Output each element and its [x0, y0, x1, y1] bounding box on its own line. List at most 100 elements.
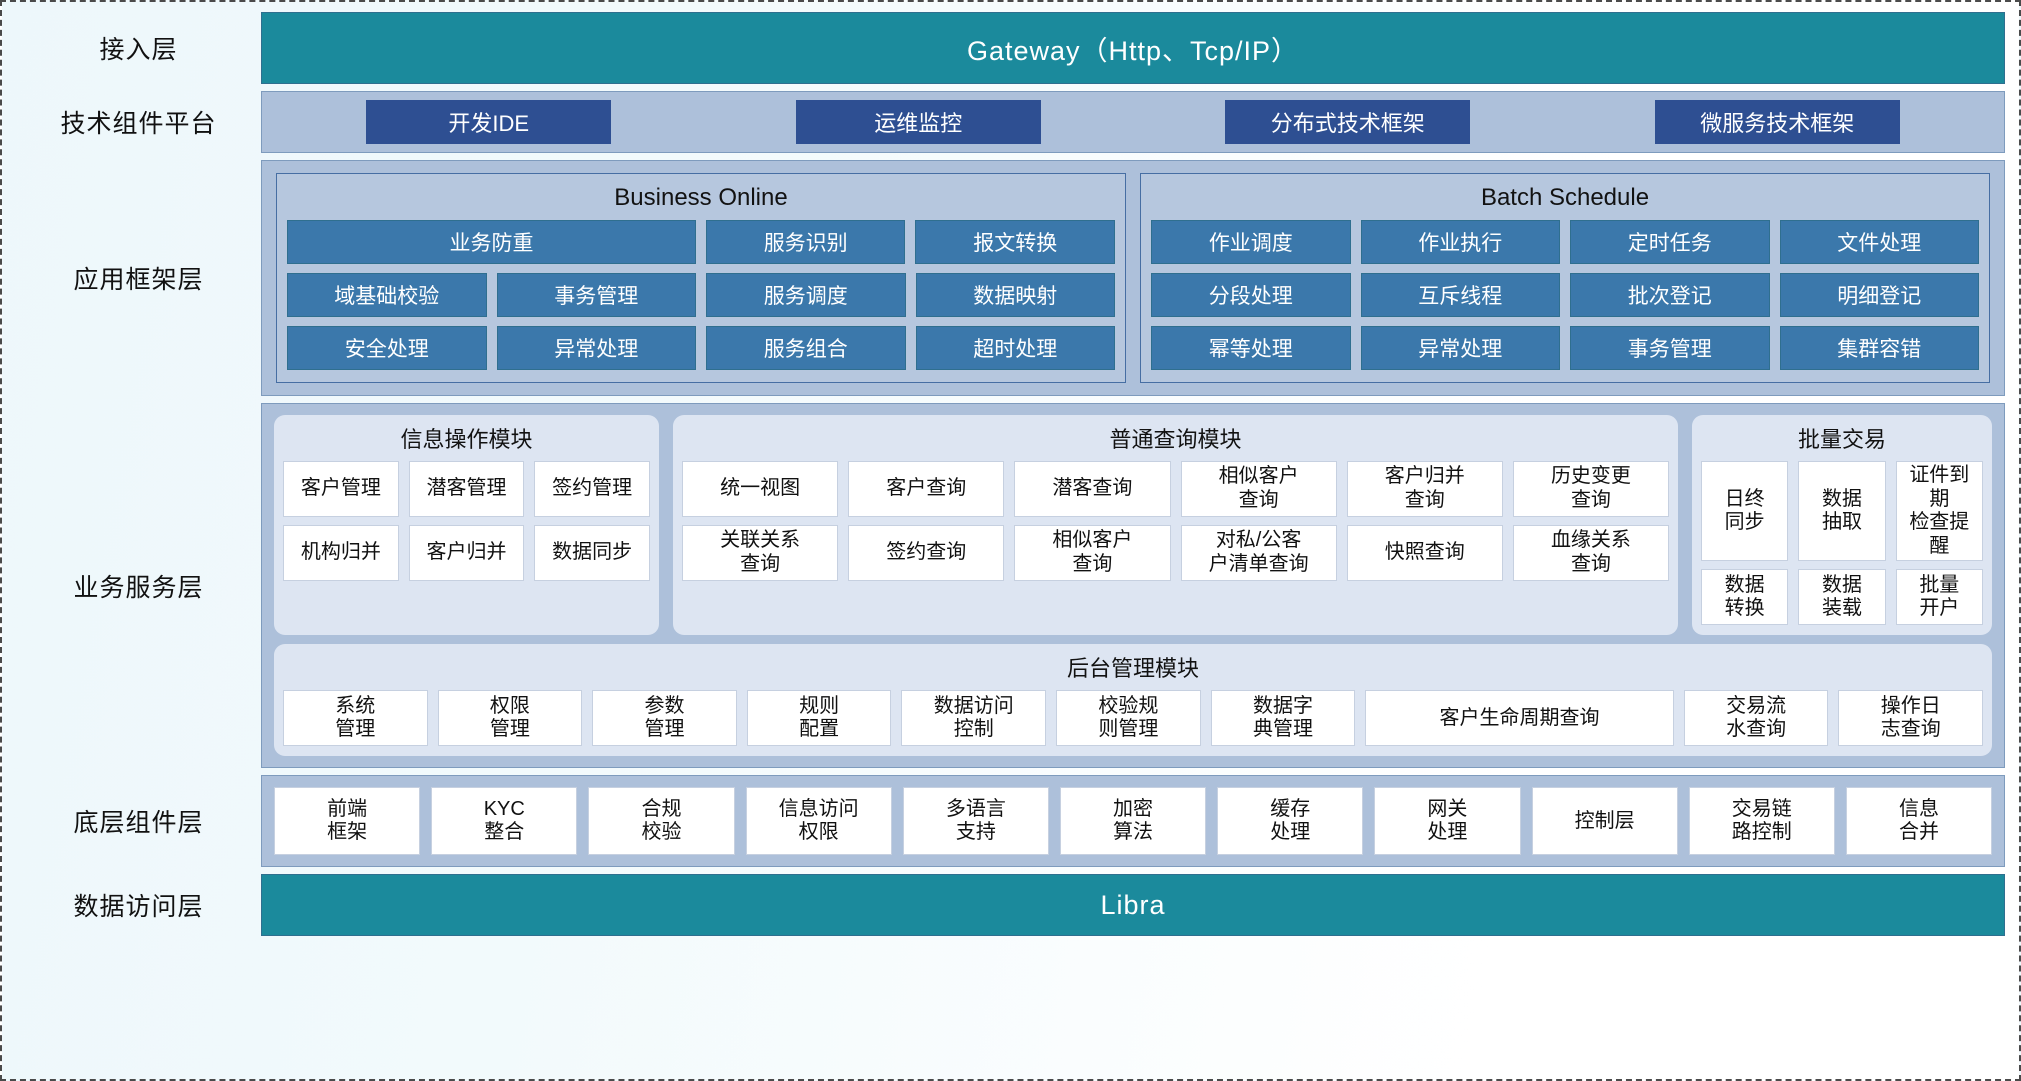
cell-permission-mgmt[interactable]: 权限 管理 [437, 690, 583, 747]
tech-chip-ops-monitor[interactable]: 运维监控 [795, 100, 1041, 144]
cell-prospect-query[interactable]: 潜客查询 [1014, 461, 1171, 517]
chip-service-dispatch[interactable]: 服务调度 [706, 273, 906, 317]
chip-cluster-fault-tolerance[interactable]: 集群容错 [1779, 326, 1979, 370]
components-panel: 前端 框架 KYC 整合 合规 校验 信息访问 权限 多语言 支持 加密 算法 … [261, 775, 2005, 868]
chip-detail-registration[interactable]: 明细登记 [1779, 273, 1979, 317]
batch-transaction-row-2: 数据 转换 数据 装载 批量 开户 [1701, 569, 1983, 626]
chip-file-processing[interactable]: 文件处理 [1779, 220, 1979, 264]
libra-bar[interactable]: Libra [261, 874, 2005, 937]
chip-idempotent-processing[interactable]: 幂等处理 [1151, 326, 1351, 370]
chip-segment-processing[interactable]: 分段处理 [1151, 273, 1351, 317]
cell-relation-query[interactable]: 关联关系 查询 [682, 525, 839, 581]
cell-private-corporate-list-query[interactable]: 对私/公客 户清单查询 [1180, 525, 1337, 581]
chip-batch-transaction-mgmt[interactable]: 事务管理 [1570, 326, 1770, 370]
appframework-panel: Business Online 业务防重 服务识别 报文转换 域基础校验 事务管… [261, 160, 2005, 396]
cell-history-change-query[interactable]: 历史变更 查询 [1512, 461, 1670, 517]
cell-compliance-check[interactable]: 合规 校验 [588, 787, 735, 856]
cell-transaction-flow-query[interactable]: 交易流 水查询 [1683, 690, 1829, 747]
cell-control-layer[interactable]: 控制层 [1531, 787, 1678, 856]
cell-info-merge[interactable]: 信息 合并 [1845, 787, 1993, 856]
tech-chip-distributed-framework[interactable]: 分布式技术框架 [1225, 100, 1471, 144]
cell-validation-rule-mgmt[interactable]: 校验规 则管理 [1056, 690, 1201, 747]
chip-batch-exception-processing[interactable]: 异常处理 [1360, 326, 1560, 370]
cell-snapshot-query[interactable]: 快照查询 [1346, 525, 1503, 581]
layer-label-components: 底层组件层 [73, 809, 204, 838]
cell-similar-customer-query-2[interactable]: 相似客户 查询 [1014, 525, 1171, 581]
cell-system-mgmt[interactable]: 系统 管理 [283, 690, 428, 747]
module-backend-admin: 后台管理模块 系统 管理 权限 管理 参数 管理 规则 配置 数据访问 控制 校… [274, 644, 1992, 757]
chip-security-processing[interactable]: 安全处理 [287, 326, 487, 370]
cell-unified-view[interactable]: 统一视图 [682, 461, 839, 517]
chip-job-schedule[interactable]: 作业调度 [1151, 220, 1351, 264]
cell-prospect-mgmt[interactable]: 潜客管理 [408, 461, 525, 517]
cell-operation-log-query[interactable]: 操作日 志查询 [1838, 690, 1984, 747]
cell-contract-mgmt[interactable]: 签约管理 [534, 461, 651, 517]
cell-kyc-integration[interactable]: KYC 整合 [431, 787, 578, 856]
chip-service-composition[interactable]: 服务组合 [706, 326, 906, 370]
cell-frontend-framework[interactable]: 前端 框架 [274, 787, 421, 856]
cell-data-dictionary-mgmt[interactable]: 数据字 典管理 [1210, 690, 1356, 747]
batch-transaction-row-1: 日终 同步 数据 抽取 证件到期 检查提醒 [1701, 461, 1983, 562]
group-batch-schedule: Batch Schedule 作业调度 作业执行 定时任务 文件处理 分段处理 … [1140, 173, 1990, 383]
module-title-backend-admin: 后台管理模块 [1066, 656, 1199, 682]
cell-customer-merge-query[interactable]: 客户归并 查询 [1346, 461, 1503, 517]
cell-customer-merge[interactable]: 客户归并 [408, 525, 525, 581]
backend-admin-row-1: 系统 管理 权限 管理 参数 管理 规则 配置 数据访问 控制 校验规 则管理 … [283, 690, 1984, 747]
layer-label-tech: 技术组件平台 [60, 110, 217, 138]
chip-service-identify[interactable]: 服务识别 [705, 220, 906, 264]
gateway-bar[interactable]: Gateway（Http、Tcp/IP） [261, 12, 2005, 84]
tech-chip-microservice-framework[interactable]: 微服务技术框架 [1654, 100, 1900, 144]
chip-domain-validation[interactable]: 域基础校验 [287, 273, 487, 317]
module-title-batch-transaction: 批量交易 [1797, 427, 1886, 452]
cell-contract-query[interactable]: 签约查询 [848, 525, 1005, 581]
cell-eod-sync[interactable]: 日终 同步 [1701, 461, 1789, 562]
chip-timed-task[interactable]: 定时任务 [1570, 220, 1770, 264]
cell-gateway-processing[interactable]: 网关 处理 [1374, 787, 1521, 856]
cell-parameter-mgmt[interactable]: 参数 管理 [592, 690, 737, 747]
tech-chip-ide[interactable]: 开发IDE [366, 100, 612, 144]
layer-label-appframework: 应用框架层 [73, 266, 204, 294]
cell-lineage-query[interactable]: 血缘关系 查询 [1512, 525, 1670, 581]
cell-similar-customer-query[interactable]: 相似客户 查询 [1180, 461, 1337, 517]
layer-body-bizservice: 信息操作模块 客户管理 潜客管理 签约管理 机构归并 客户归并 数据同步 [261, 403, 2005, 769]
chip-exception-processing[interactable]: 异常处理 [496, 326, 696, 370]
cell-customer-lifecycle-query[interactable]: 客户生命周期查询 [1365, 690, 1674, 747]
cell-multilanguage-support[interactable]: 多语言 支持 [902, 787, 1049, 856]
group-title-batch-schedule: Batch Schedule [1480, 184, 1650, 211]
layer-label-dataaccess: 数据访问层 [73, 893, 204, 922]
cell-customer-query[interactable]: 客户查询 [848, 461, 1005, 517]
batch-schedule-row-1: 作业调度 作业执行 定时任务 文件处理 [1151, 220, 1979, 264]
cell-cache-processing[interactable]: 缓存 处理 [1217, 787, 1364, 856]
cell-id-expiry-reminder[interactable]: 证件到期 检查提醒 [1895, 461, 1983, 562]
tech-panel: 开发IDE 运维监控 分布式技术框架 微服务技术框架 [261, 91, 2005, 153]
chip-job-execute[interactable]: 作业执行 [1360, 220, 1560, 264]
business-online-grid: 业务防重 服务识别 报文转换 域基础校验 事务管理 服务调度 数据映射 安全处理 [287, 220, 1115, 370]
chip-mutex-thread[interactable]: 互斥线程 [1360, 273, 1560, 317]
chip-batch-registration[interactable]: 批次登记 [1570, 273, 1770, 317]
cell-info-access-permission[interactable]: 信息访问 权限 [745, 787, 892, 856]
cell-rule-config[interactable]: 规则 配置 [746, 690, 892, 747]
business-online-row-3: 安全处理 异常处理 服务组合 超时处理 [287, 326, 1115, 370]
cell-encryption-algorithm[interactable]: 加密 算法 [1059, 787, 1207, 856]
cell-data-sync[interactable]: 数据同步 [534, 525, 651, 581]
chip-message-convert[interactable]: 报文转换 [915, 220, 1115, 264]
layer-underlying-components: 底层组件层 前端 框架 KYC 整合 合规 校验 信息访问 权限 多语言 支持 … [16, 775, 2005, 868]
cell-org-merge[interactable]: 机构归并 [283, 525, 399, 581]
batch-schedule-row-2: 分段处理 互斥线程 批次登记 明细登记 [1151, 273, 1979, 317]
info-operation-grid: 客户管理 潜客管理 签约管理 机构归并 客户归并 数据同步 [283, 461, 651, 581]
chip-transaction-mgmt[interactable]: 事务管理 [496, 273, 696, 317]
cell-data-load[interactable]: 数据 装载 [1798, 569, 1886, 626]
layer-label-bizservice: 业务服务层 [73, 573, 204, 602]
cell-customer-mgmt[interactable]: 客户管理 [283, 461, 399, 517]
cell-batch-account-open[interactable]: 批量 开户 [1895, 569, 1983, 626]
cell-data-access-control[interactable]: 数据访问 控制 [901, 690, 1047, 747]
business-service-top-row: 信息操作模块 客户管理 潜客管理 签约管理 机构归并 客户归并 数据同步 [274, 415, 1992, 636]
cell-transaction-chain-control[interactable]: 交易链 路控制 [1688, 787, 1835, 856]
chip-timeout-processing[interactable]: 超时处理 [915, 326, 1115, 370]
business-online-row-1: 业务防重 服务识别 报文转换 [287, 220, 1115, 264]
chip-data-mapping[interactable]: 数据映射 [915, 273, 1115, 317]
cell-data-transform[interactable]: 数据 转换 [1701, 569, 1789, 626]
chip-business-dedup[interactable]: 业务防重 [287, 220, 696, 264]
cell-data-extract[interactable]: 数据 抽取 [1798, 461, 1886, 562]
